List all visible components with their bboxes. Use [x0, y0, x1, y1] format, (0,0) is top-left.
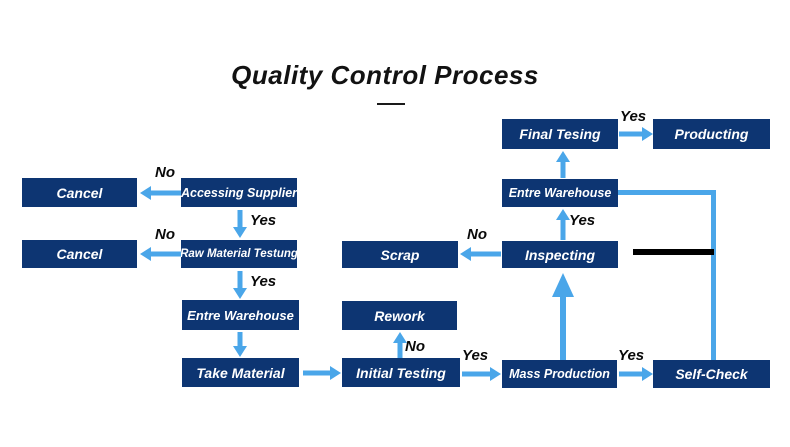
connector-entre-warehouse-self-check-horizontal: [618, 190, 716, 195]
edge-label-mass-yes: Yes: [618, 347, 645, 364]
edge-label-inspecting-yes: Yes: [569, 212, 596, 229]
edge-label-inspecting-no: No: [467, 226, 487, 243]
arrow-initial-testing-to-mass-production: [462, 367, 501, 381]
node-scrap: Scrap: [342, 241, 458, 268]
node-rework: Rework: [342, 301, 457, 330]
arrow-entre-warehouse-to-take-material: [233, 332, 247, 357]
edge-label-initial-yes: Yes: [462, 347, 489, 364]
arrow-take-material-to-initial-testing: [303, 366, 341, 380]
arrow-accessing-supplier-to-cancel: [140, 186, 181, 200]
node-mass-production: Mass Production: [502, 360, 617, 388]
node-producting: Producting: [653, 119, 770, 149]
page-title: Quality Control Process: [231, 60, 539, 90]
node-cancel-bottom: Cancel: [22, 240, 137, 268]
node-self-check: Self-Check: [653, 360, 770, 388]
title-underline: [377, 103, 405, 105]
edge-label-accessing-no: No: [155, 164, 175, 181]
arrow-final-testing-to-producting: [619, 127, 653, 141]
node-raw-material-testing: Raw Material Testung: [180, 240, 298, 268]
node-take-material: Take Material: [182, 358, 299, 387]
arrow-mass-production-to-self-check: [619, 367, 653, 381]
connector-entre-warehouse-self-check-vertical: [711, 190, 716, 360]
node-entre-warehouse-left: Entre Warehouse: [182, 300, 299, 330]
edge-label-final-yes: Yes: [620, 108, 647, 125]
arrow-raw-material-to-cancel: [140, 247, 181, 261]
edge-label-raw-yes: Yes: [250, 273, 277, 290]
edge-label-raw-no: No: [155, 226, 175, 243]
arrow-inspecting-to-scrap: [460, 247, 501, 261]
node-accessing-supplier: Accessing Supplier: [181, 178, 297, 207]
node-entre-warehouse-right: Entre Warehouse: [502, 179, 618, 207]
arrow-accessing-supplier-to-raw-material: [233, 210, 247, 238]
node-inspecting: Inspecting: [502, 241, 618, 268]
black-connector-line: [633, 249, 714, 255]
edge-label-initial-no: No: [405, 338, 425, 355]
edge-label-accessing-yes: Yes: [250, 212, 277, 229]
node-final-testing: Final Tesing: [502, 119, 618, 149]
arrow-mass-production-to-inspecting: [552, 273, 574, 360]
arrow-raw-material-to-entre-warehouse: [233, 271, 247, 299]
arrow-entre-warehouse-to-final-testing: [556, 151, 570, 178]
node-initial-testing: Initial Testing: [342, 358, 460, 387]
node-cancel-top: Cancel: [22, 178, 137, 207]
arrow-inspecting-to-entre-warehouse: [556, 209, 570, 240]
